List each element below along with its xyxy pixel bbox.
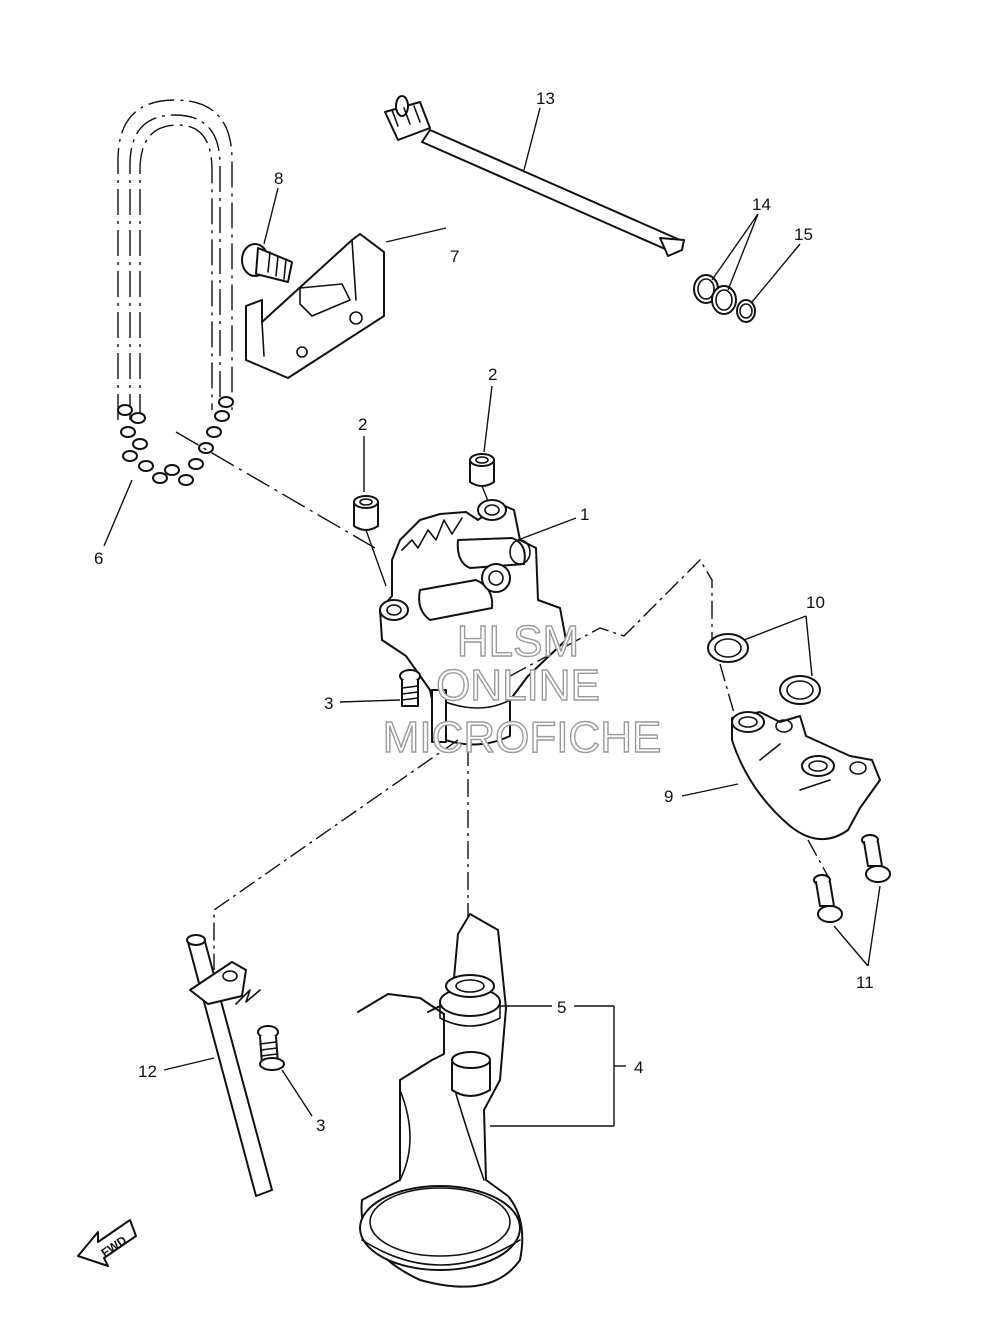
- oil-pipe-part-9[interactable]: [731, 711, 881, 841]
- shaft-part-13[interactable]: [384, 95, 685, 257]
- assembly-line-pump-pipe: [213, 739, 459, 970]
- o-rings-part-14[interactable]: [693, 274, 737, 315]
- callout-14: 14: [752, 195, 771, 214]
- chain-guide-part-7[interactable]: [245, 233, 385, 379]
- callout-labels: 1 2 2 3 3 4 5 6 7 8 9 10 11 12 13 14 15: [94, 89, 874, 1135]
- assembly-line-pump-pipe9: [509, 558, 831, 881]
- watermark: HLSM ONLINE MICROFICHE: [382, 616, 662, 762]
- callout-5: 5: [557, 998, 566, 1017]
- callout-7: 7: [450, 247, 459, 266]
- callout-4: 4: [634, 1058, 643, 1077]
- callout-2-left: 2: [358, 415, 367, 434]
- dowel-part-2-right[interactable]: [469, 453, 495, 487]
- callout-12: 12: [138, 1062, 157, 1081]
- callout-11: 11: [856, 973, 874, 992]
- callout-3-upper: 3: [324, 694, 333, 713]
- bolt-part-3-upper[interactable]: [399, 669, 421, 707]
- o-rings-part-10[interactable]: [707, 633, 821, 705]
- timing-chain-part-6[interactable]: [117, 99, 234, 486]
- o-ring-part-15[interactable]: [736, 299, 756, 323]
- watermark-line-3: MICROFICHE: [383, 713, 662, 762]
- chain-links: [117, 396, 234, 486]
- forward-arrow-icon: FWD: [77, 1219, 137, 1267]
- callout-3-lower: 3: [316, 1116, 325, 1135]
- callout-1: 1: [580, 505, 589, 524]
- watermark-line-2: ONLINE: [436, 661, 600, 710]
- bolts-part-11[interactable]: [813, 834, 891, 923]
- callout-2-right: 2: [488, 365, 497, 384]
- callout-13: 13: [536, 89, 555, 108]
- leader-lines: [103, 107, 881, 1127]
- oil-pump-part-1[interactable]: [379, 499, 567, 746]
- dowel-part-2-left[interactable]: [353, 495, 379, 531]
- callout-15: 15: [794, 225, 813, 244]
- callout-10: 10: [806, 593, 825, 612]
- callout-9: 9: [664, 787, 673, 806]
- callout-8: 8: [274, 169, 283, 188]
- pipe-part-12[interactable]: [186, 934, 273, 1197]
- callout-6: 6: [94, 549, 103, 568]
- bolt-part-3-lower[interactable]: [257, 1025, 285, 1071]
- assembly-line-chain: [175, 431, 376, 549]
- strainer-part-4[interactable]: [357, 913, 524, 1288]
- bolt-part-8[interactable]: [241, 243, 293, 283]
- watermark-line-1: HLSM: [457, 617, 579, 666]
- seal-part-5[interactable]: [439, 974, 501, 1027]
